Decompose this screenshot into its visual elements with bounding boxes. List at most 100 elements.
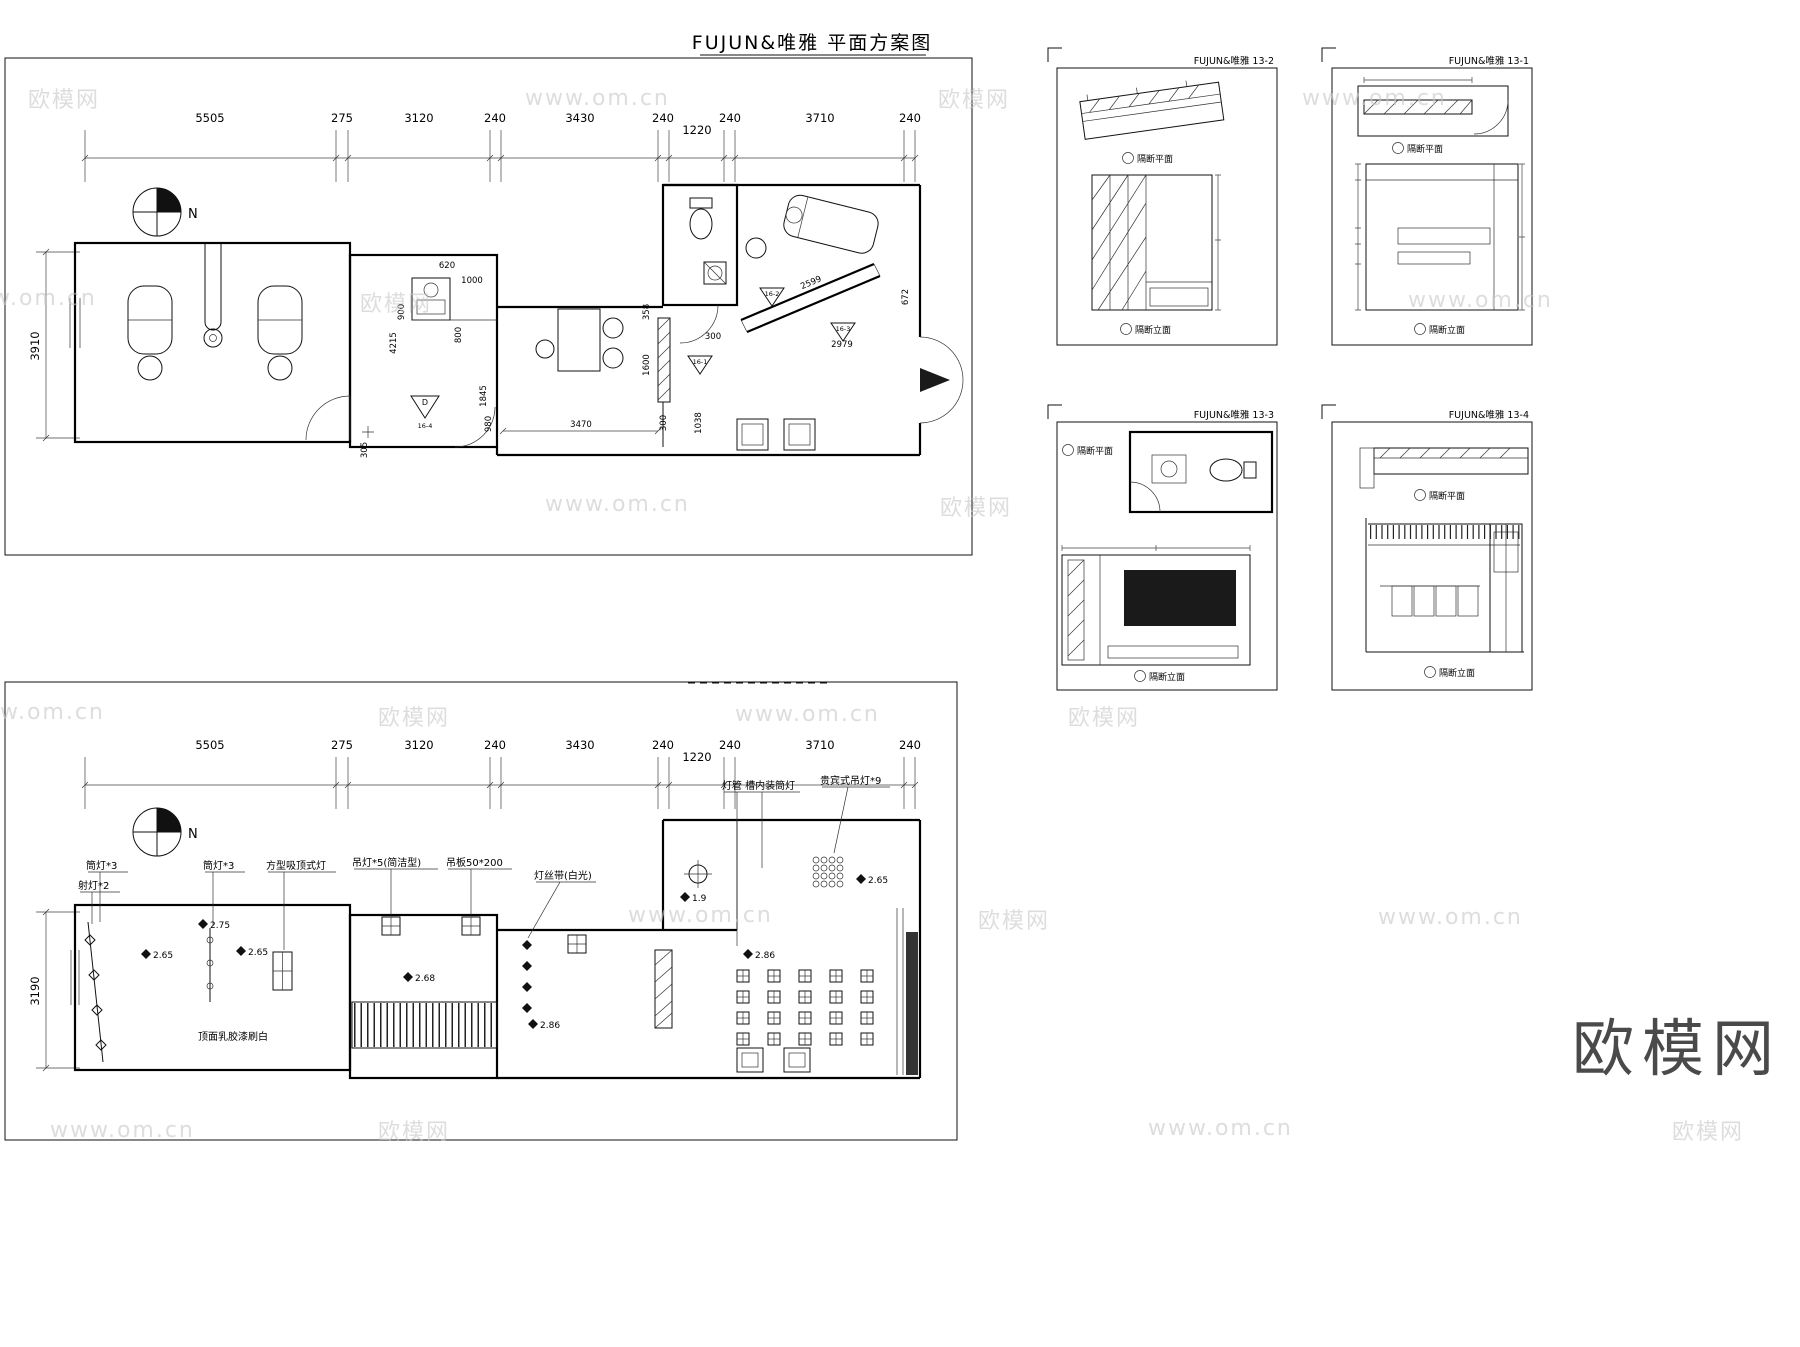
dim-label: 800 (454, 327, 464, 343)
dim-label: 3710 (805, 738, 834, 752)
dimension-left-top: 3910 (28, 248, 80, 442)
detail-title: FUJUN&唯雅 13-2 (1194, 55, 1274, 67)
dim-label: 1220 (682, 750, 711, 764)
ceiling-label: 灯管 槽内装筒灯 (722, 779, 795, 792)
corner-brackets (1047, 47, 1336, 419)
dim-label: 240 (899, 738, 921, 752)
counter-area (362, 277, 497, 438)
toilet-fixture (689, 197, 727, 285)
section-label: 隔断立面 (1135, 324, 1171, 336)
section-label: 隔断立面 (1439, 667, 1475, 679)
ceiling-labels: 筒灯*3 射灯*2 筒灯*3 方型吸顶式灯 吊灯*5(简洁型) 吊板50*200… (78, 774, 890, 1043)
elevation-value: 2.75 (210, 921, 230, 931)
door-arcs (305, 304, 964, 448)
detail-panel-1: FUJUN&唯雅 13-2 隔断平面 隔断立面 (1056, 55, 1278, 346)
north-compass: N (132, 807, 198, 857)
floor-plan: 5505 275 3120 240 3430 240 1220 240 3710… (4, 57, 973, 556)
elevation-value: 1.9 (692, 894, 707, 904)
detail-panel-4: FUJUN&唯雅 13-4 隔断平面 隔断立面 (1331, 409, 1533, 691)
ceiling-label: 筒灯*3 (203, 859, 234, 872)
dim-label: 305 (360, 442, 370, 458)
ceiling-label: 吊灯*5(简洁型) (352, 856, 421, 869)
title-block: FUJUN&唯雅 平面方案图 (692, 32, 932, 56)
ceiling-label: 贵宾式吊灯*9 (820, 774, 881, 787)
section-label: 隔断平面 (1137, 153, 1173, 165)
dim-label: 358 (642, 304, 652, 320)
marker-letter: D (422, 398, 428, 407)
section-label: 隔断平面 (1407, 143, 1443, 155)
detail-panel-3: FUJUN&唯雅 13-3 隔断平面 隔断立面 (1056, 409, 1278, 691)
dim-label: 3120 (404, 738, 433, 752)
marker-label: 16-1 (693, 358, 708, 366)
dim-label: 5505 (195, 738, 224, 752)
elevation-value: 2.65 (248, 948, 268, 958)
elevation-value: 2.65 (868, 876, 888, 886)
dimension-left-bottom: 3190 (28, 908, 80, 1072)
dim-label: 3430 (565, 111, 594, 125)
entry-door-wedge (920, 368, 950, 392)
ceiling-walls (70, 818, 922, 1080)
dim-label: 240 (484, 738, 506, 752)
marker-label: 16-4 (418, 422, 433, 430)
dim-label: 1845 (479, 385, 489, 407)
dim-label: 240 (652, 738, 674, 752)
detail-title: FUJUN&唯雅 13-3 (1194, 409, 1274, 421)
dim-label: 1038 (694, 412, 704, 434)
ceiling-label: 顶面乳胶漆刷白 (198, 1030, 268, 1043)
dim-label: 980 (484, 416, 494, 432)
page-title: FUJUN&唯雅 平面方案图 (692, 32, 932, 54)
dim-label: 3430 (565, 738, 594, 752)
dim-label: 1000 (461, 276, 483, 286)
dim-label: 275 (331, 738, 353, 752)
dim-label: 240 (719, 738, 741, 752)
detail-title: FUJUN&唯雅 13-1 (1449, 55, 1529, 67)
dim-label: 240 (719, 111, 741, 125)
dimension-row-bottom: 5505 275 3120 240 3430 240 1220 240 3710… (81, 738, 921, 809)
hatched-wall (657, 317, 671, 403)
detail-title: FUJUN&唯雅 13-4 (1449, 409, 1529, 421)
north-compass: N (132, 187, 198, 237)
elevation-value: 2.86 (755, 951, 775, 961)
marker-label: 16-3 (836, 325, 851, 333)
dimension-row-top: 5505 275 3120 240 3430 240 1220 240 3710… (81, 111, 921, 182)
dim-label: 3190 (28, 976, 42, 1005)
dim-label: 240 (484, 111, 506, 125)
ceiling-label: 吊板50*200 (446, 856, 503, 869)
reception-table (535, 308, 624, 372)
massage-area (736, 194, 881, 451)
marker-label: 16-2 (765, 290, 780, 298)
dim-label: 300 (705, 332, 721, 342)
section-label: 隔断立面 (1429, 324, 1465, 336)
spot-track (84, 921, 293, 1063)
plan-inner-dims: 620 1000 900 4215 800 358 1600 300 3470 … (360, 261, 911, 458)
elevation-value: 2.68 (415, 974, 435, 984)
dim-label: 2979 (831, 340, 853, 350)
pedicure-chairs (127, 243, 303, 381)
dim-label: 3710 (805, 111, 834, 125)
dim-label: 300 (659, 415, 669, 431)
dim-label: 3910 (28, 331, 42, 360)
dim-label: 620 (439, 261, 455, 271)
dim-label: 240 (899, 111, 921, 125)
corridor-fixtures (522, 860, 712, 1029)
section-label: 隔断平面 (1429, 490, 1465, 502)
north-label: N (188, 827, 198, 842)
elevation-value: 2.86 (540, 1021, 560, 1031)
ceiling-label: 方型吸顶式灯 (266, 859, 326, 872)
ceiling-light-grid (736, 969, 874, 1073)
ceiling-label: 筒灯*3 (86, 859, 117, 872)
plan-walls (69, 183, 922, 457)
dim-label: 900 (397, 304, 407, 320)
watermark-brand-large: 欧模网 (1572, 1012, 1783, 1085)
ceiling-label: 灯丝带(白光) (534, 869, 592, 882)
square-fixtures (351, 916, 587, 1049)
detail-markers: D 16-4 16-1 16-2 16-3 (410, 287, 856, 430)
dim-label: 3470 (570, 420, 592, 430)
section-label: 隔断立面 (1149, 671, 1185, 683)
dim-label: 1600 (642, 354, 652, 376)
dim-label: 240 (652, 111, 674, 125)
north-label: N (188, 207, 198, 222)
dim-label: 3120 (404, 111, 433, 125)
